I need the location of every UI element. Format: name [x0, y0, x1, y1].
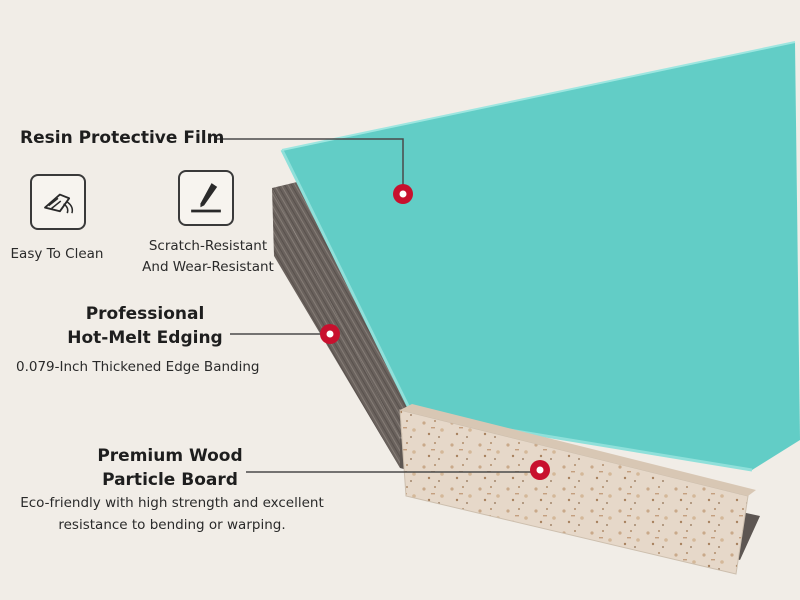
board-description: Eco-friendly with high strength and exce…: [4, 492, 340, 536]
feature-caption-scratch-line2: And Wear-Resistant: [142, 259, 274, 275]
film-marker: [393, 184, 413, 204]
edging-title: Professional Hot-Melt Edging: [40, 302, 250, 350]
particle-board-section: [399, 409, 749, 575]
board-marker: [530, 460, 550, 480]
board-title-line2: Particle Board: [102, 470, 238, 490]
feature-caption-scratch-line1: Scratch-Resistant: [148, 238, 268, 254]
edging-marker: [320, 324, 340, 344]
scratch-tool-icon: [178, 170, 234, 226]
edging-title-line1: Professional: [85, 304, 205, 324]
edging-description: 0.079-Inch Thickened Edge Banding: [16, 359, 260, 375]
feature-caption-clean-line1: Easy To Clean: [10, 246, 104, 262]
board-description-line1: Eco-friendly with high strength and exce…: [20, 495, 324, 511]
board-title: Premium Wood Particle Board: [60, 444, 280, 492]
feature-caption-scratch: Scratch-Resistant And Wear-Resistant: [128, 236, 288, 278]
edging-title-line2: Hot-Melt Edging: [67, 328, 223, 348]
resin-film-top-edge: [281, 41, 796, 151]
film-leader-line: [214, 138, 404, 194]
board-title-line1: Premium Wood: [97, 446, 243, 466]
film-title: Resin Protective Film: [20, 128, 225, 148]
resin-film-layer: [282, 42, 800, 470]
hand-wiping-icon: [30, 174, 86, 230]
feature-caption-clean: Easy To Clean: [2, 244, 112, 265]
particle-board-top: [400, 404, 756, 496]
board-description-line2: resistance to bending or warping.: [58, 517, 286, 533]
